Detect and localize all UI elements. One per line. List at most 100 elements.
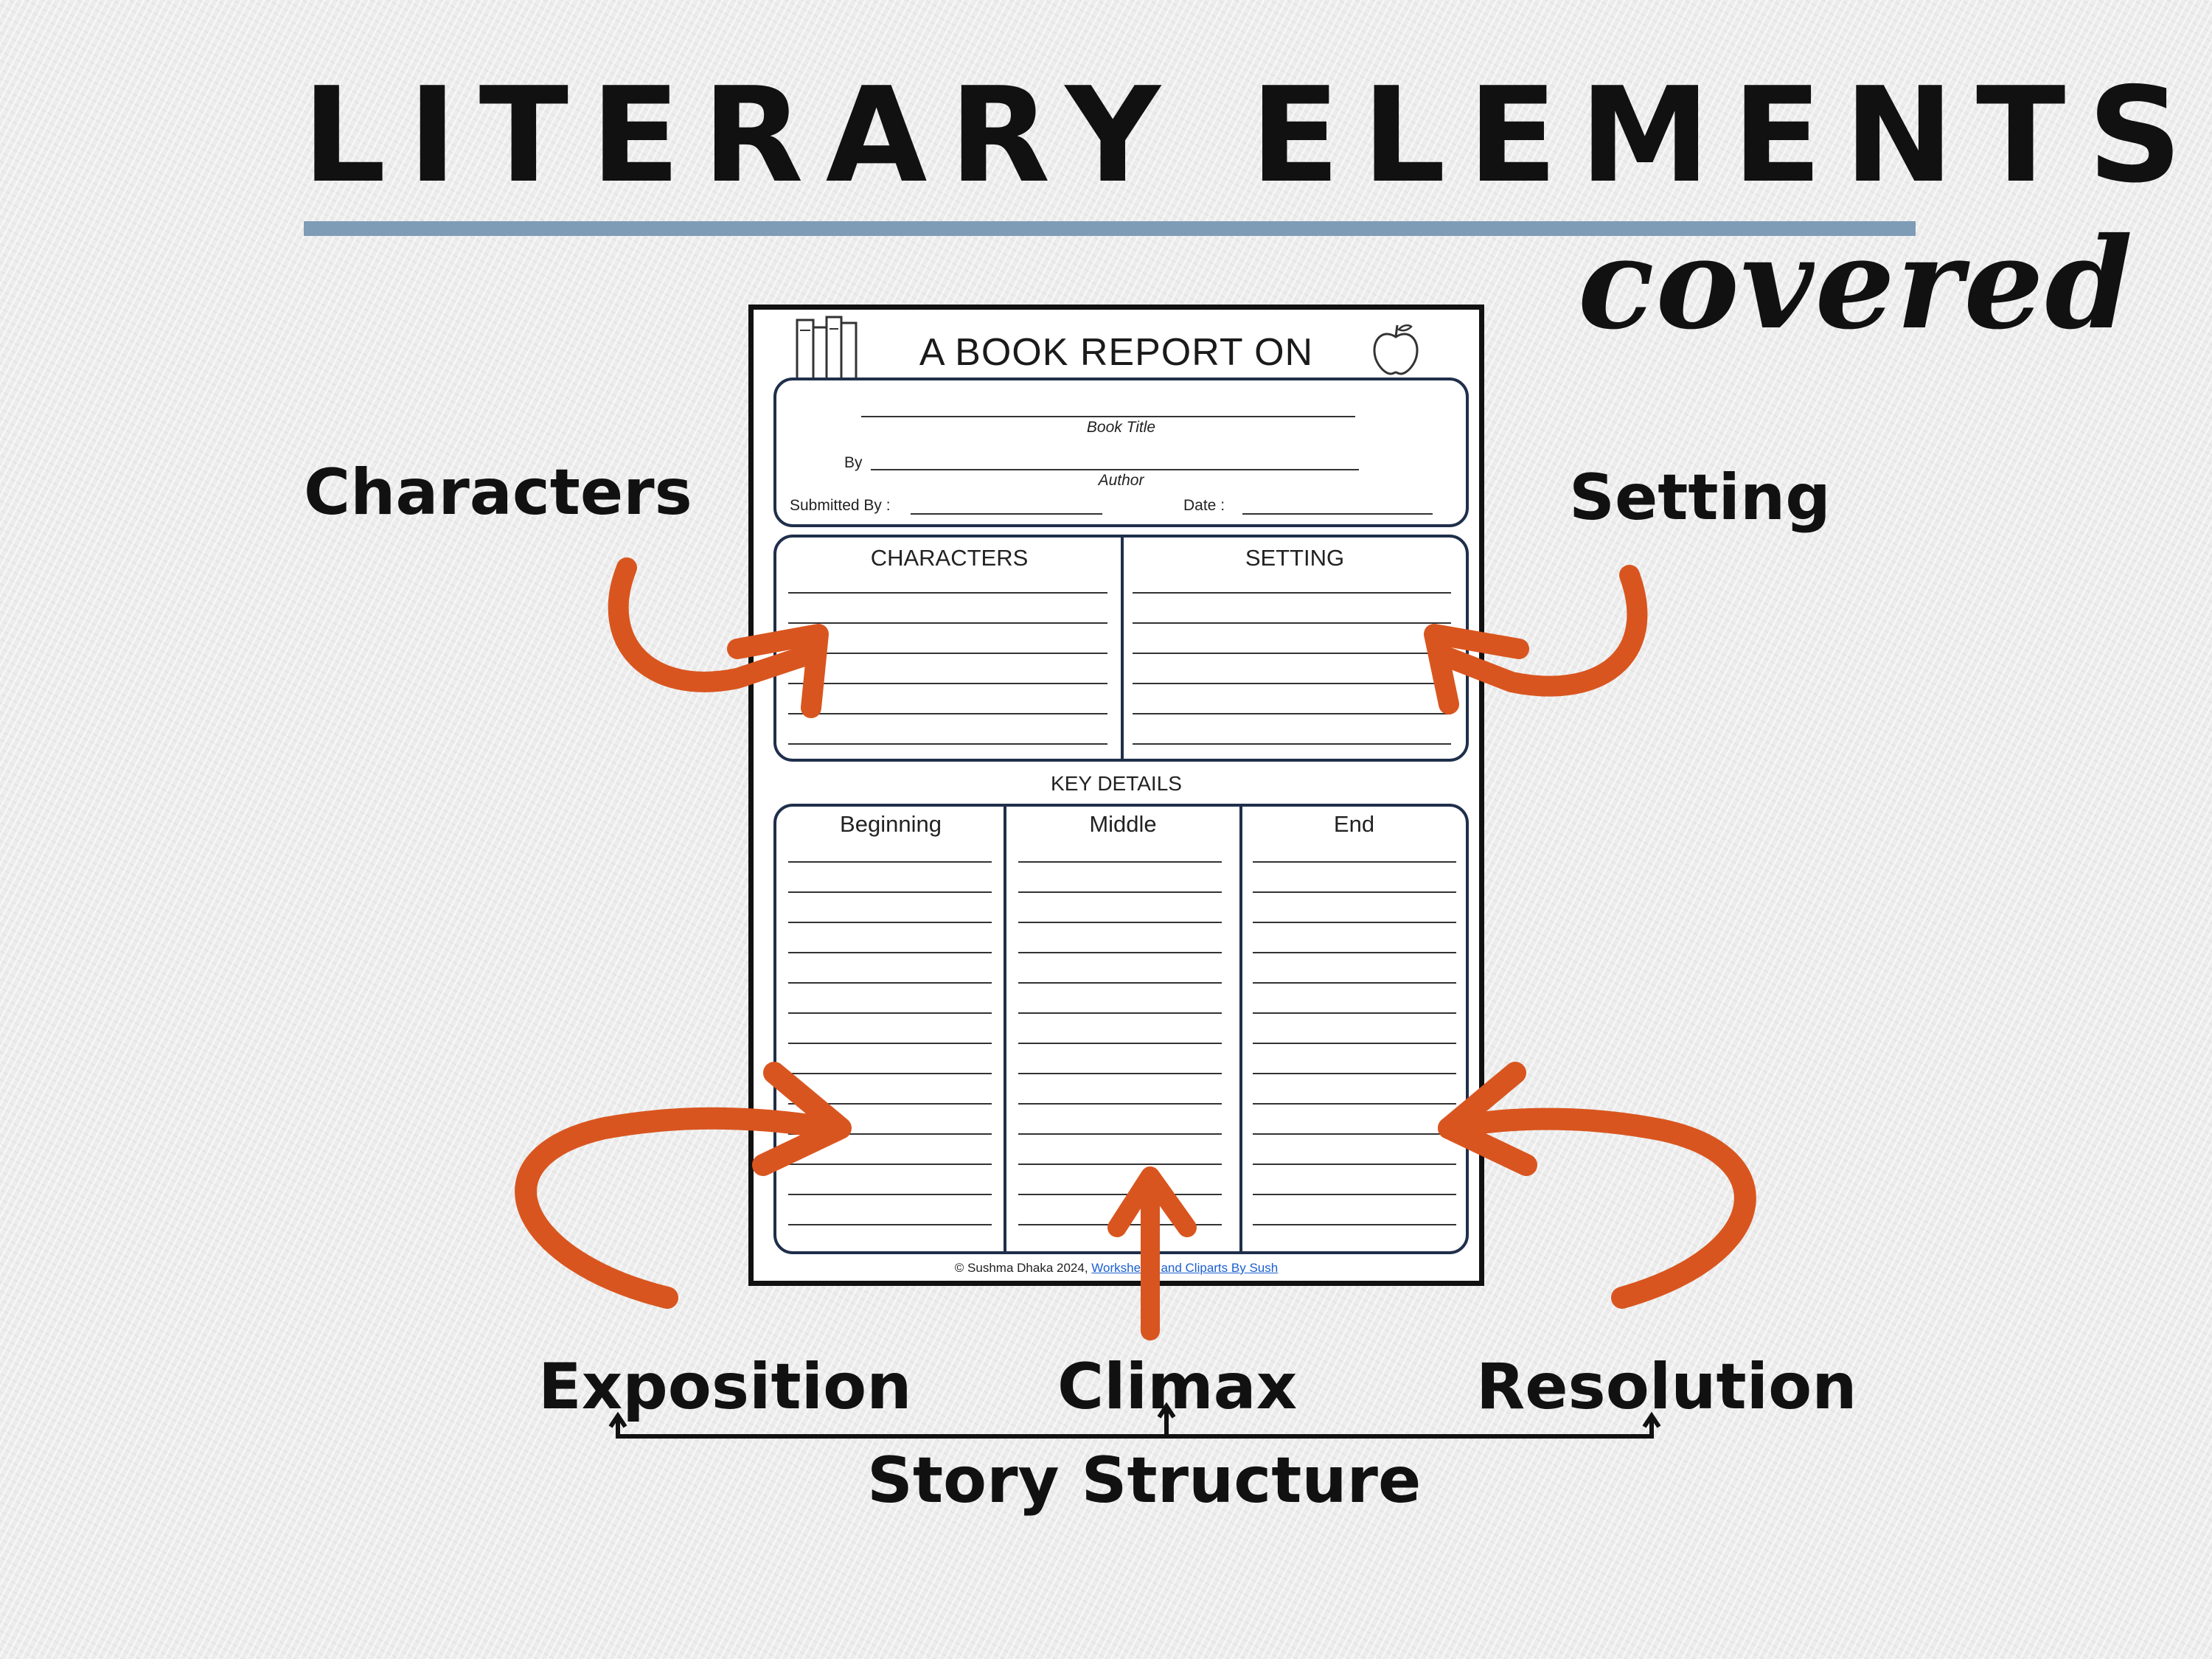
setting-line[interactable] — [1133, 622, 1451, 624]
beginning-line[interactable] — [788, 861, 992, 863]
worksheet-title: A BOOK REPORT ON — [919, 331, 1314, 374]
beginning-line[interactable] — [788, 1073, 992, 1074]
arrow-climax-head — [1107, 1166, 1197, 1237]
beginning-line[interactable] — [788, 1103, 992, 1105]
middle-line[interactable] — [1018, 891, 1222, 893]
beginning-column: Beginning — [776, 807, 1005, 1251]
end-line[interactable] — [1253, 922, 1456, 923]
date-line[interactable] — [1242, 513, 1433, 515]
key-details-heading: KEY DETAILS — [1051, 772, 1182, 795]
end-line[interactable] — [1253, 1073, 1456, 1074]
end-line[interactable] — [1253, 952, 1456, 953]
characters-line[interactable] — [788, 592, 1107, 594]
middle-line[interactable] — [1018, 861, 1222, 863]
arrow-setting — [1435, 565, 1648, 697]
characters-line[interactable] — [788, 743, 1107, 745]
book-title-label: Book Title — [1086, 419, 1156, 436]
end-line[interactable] — [1253, 1164, 1456, 1165]
submitted-by-label: Submitted By : — [790, 497, 891, 514]
end-line[interactable] — [1253, 1224, 1456, 1225]
beginning-line[interactable] — [788, 1043, 992, 1044]
arrow-exposition-head — [752, 1062, 852, 1176]
beginning-line[interactable] — [788, 891, 992, 893]
arrow-characters-head — [727, 624, 829, 718]
date-label: Date : — [1183, 497, 1225, 514]
characters-line[interactable] — [788, 653, 1107, 654]
callout-characters: Characters — [304, 456, 692, 529]
beginning-line[interactable] — [788, 1133, 992, 1135]
middle-line[interactable] — [1018, 982, 1222, 984]
end-line[interactable] — [1253, 1012, 1456, 1014]
end-line[interactable] — [1253, 1133, 1456, 1135]
worksheet-footer: © Sushma Dhaka 2024, Worksheets and Clip… — [754, 1261, 1479, 1276]
story-structure-bracket — [608, 1402, 1661, 1439]
key-details-box: Beginning Middle — [773, 804, 1469, 1254]
arrow-characters — [608, 557, 814, 692]
callout-setting: Setting — [1569, 461, 1831, 535]
middle-line[interactable] — [1018, 952, 1222, 953]
callout-resolution: Resolution — [1476, 1350, 1857, 1424]
arrow-resolution — [1438, 1107, 1756, 1309]
characters-line[interactable] — [788, 713, 1107, 714]
callout-exposition: Exposition — [538, 1350, 912, 1424]
author-line[interactable] — [871, 469, 1359, 470]
middle-line[interactable] — [1018, 1164, 1222, 1165]
setting-column: SETTING — [1124, 538, 1466, 759]
beginning-line[interactable] — [788, 1012, 992, 1014]
end-line[interactable] — [1253, 1103, 1456, 1105]
beginning-line[interactable] — [788, 1164, 992, 1165]
book-title-line[interactable] — [861, 416, 1355, 417]
beginning-line[interactable] — [788, 1194, 992, 1195]
end-line[interactable] — [1253, 982, 1456, 984]
callout-climax: Climax — [1057, 1350, 1298, 1424]
setting-heading: SETTING — [1245, 545, 1345, 571]
middle-line[interactable] — [1018, 922, 1222, 923]
setting-line[interactable] — [1133, 683, 1451, 684]
apple-icon — [1373, 324, 1419, 375]
book-report-worksheet: A BOOK REPORT ON Book Title By Author Su… — [748, 305, 1484, 1286]
middle-line[interactable] — [1018, 1073, 1222, 1074]
book-info-box: Book Title By Author Submitted By : Date… — [773, 378, 1469, 527]
characters-heading: CHARACTERS — [870, 545, 1029, 571]
end-line[interactable] — [1253, 1043, 1456, 1044]
end-line[interactable] — [1253, 891, 1456, 893]
arrow-setting-head — [1424, 624, 1529, 714]
middle-line[interactable] — [1018, 1194, 1222, 1195]
column-divider — [1004, 807, 1006, 1251]
arrow-exposition — [515, 1107, 841, 1309]
setting-line[interactable] — [1133, 653, 1451, 654]
setting-line[interactable] — [1133, 592, 1451, 594]
beginning-line[interactable] — [788, 952, 992, 953]
middle-heading: Middle — [1089, 811, 1157, 837]
headline-title: LITERARY ELEMENTS — [302, 59, 2205, 212]
end-column: End — [1242, 807, 1466, 1251]
beginning-line[interactable] — [788, 982, 992, 984]
footer-copyright: © Sushma Dhaka 2024, — [954, 1261, 1088, 1275]
end-line[interactable] — [1253, 861, 1456, 863]
characters-setting-box: CHARACTERS SETTING — [773, 535, 1469, 762]
beginning-line[interactable] — [788, 922, 992, 923]
characters-column: CHARACTERS — [776, 538, 1122, 759]
callout-story-structure: Story Structure — [867, 1444, 1422, 1517]
headline-underline — [304, 221, 1916, 236]
setting-line[interactable] — [1133, 713, 1451, 714]
headline-subtitle: covered — [1578, 210, 2135, 358]
author-label: Author — [1098, 472, 1144, 489]
beginning-line[interactable] — [788, 1224, 992, 1225]
middle-line[interactable] — [1018, 1133, 1222, 1135]
arrow-resolution-head — [1438, 1062, 1537, 1176]
characters-line[interactable] — [788, 683, 1107, 684]
column-divider — [1239, 807, 1242, 1251]
middle-line[interactable] — [1018, 1043, 1222, 1044]
end-heading: End — [1333, 811, 1375, 837]
middle-line[interactable] — [1018, 1103, 1222, 1105]
column-divider — [1121, 538, 1124, 759]
characters-line[interactable] — [788, 622, 1107, 624]
middle-line[interactable] — [1018, 1012, 1222, 1014]
by-label: By — [844, 454, 863, 471]
end-line[interactable] — [1253, 1194, 1456, 1195]
footer-link[interactable]: Worksheets and Cliparts By Sush — [1091, 1261, 1279, 1275]
submitted-by-line[interactable] — [911, 513, 1102, 515]
setting-line[interactable] — [1133, 743, 1451, 745]
